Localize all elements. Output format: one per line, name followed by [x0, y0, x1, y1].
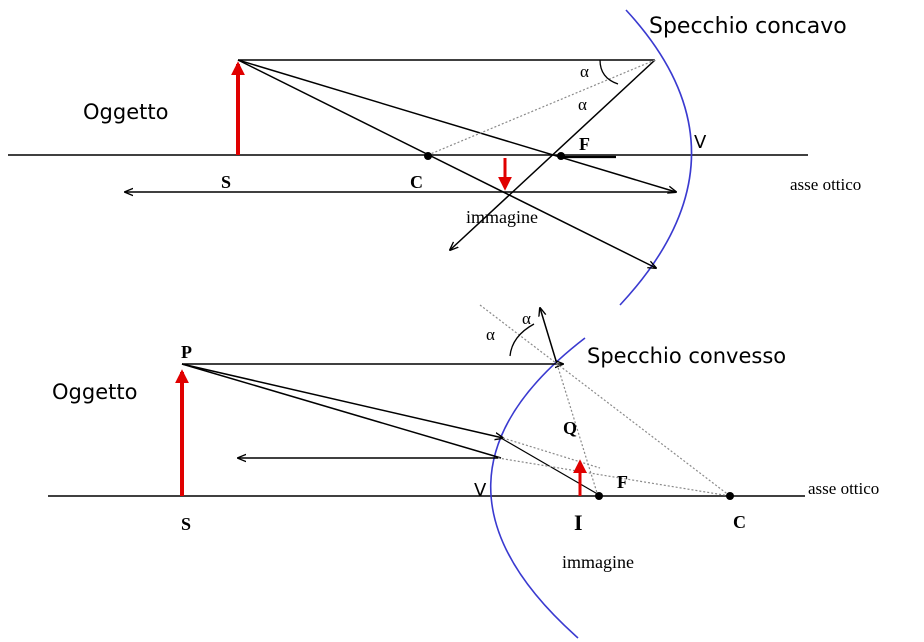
ray-to-mirror-2-bottom — [181, 363, 502, 459]
ray-to-mirror-1-bottom — [181, 363, 503, 438]
angle-arc-bottom — [509, 323, 535, 357]
dotted-line-1-bottom — [479, 304, 731, 497]
center-point-bottom — [726, 492, 734, 500]
angle-alpha-1-bottom: α — [486, 325, 495, 344]
point-i-bottom: I — [574, 510, 583, 535]
point-p-bottom: P — [181, 342, 192, 362]
convex-mirror — [489, 337, 586, 639]
normal-dotted-top — [427, 59, 656, 156]
angle-alpha-2-top: α — [578, 95, 587, 114]
dotted-line-4-bottom — [502, 437, 601, 469]
focus-point-top — [557, 152, 565, 160]
object-label-bottom: Oggetto — [52, 380, 137, 404]
concave-mirror-diagram: Specchio concavo Oggetto asse ottico imm… — [8, 9, 861, 306]
image-label-top: immagine — [466, 207, 538, 227]
mirror-title-bottom: Specchio convesso — [587, 344, 786, 368]
angle-alpha-2-bottom: α — [522, 309, 531, 328]
ray-through-center-top — [237, 59, 656, 268]
focus-point-bottom — [595, 492, 603, 500]
point-f-bottom: F — [617, 472, 628, 492]
ray-to-focus-top — [237, 59, 676, 192]
point-c-top: C — [410, 172, 423, 192]
mirror-title-top: Specchio concavo — [649, 14, 847, 39]
dotted-line-3-bottom — [556, 363, 599, 497]
point-v-top: V — [694, 132, 707, 153]
point-c-bottom: C — [733, 512, 746, 532]
object-label-top: Oggetto — [83, 100, 168, 124]
point-s-bottom: S — [181, 514, 191, 534]
axis-label-top: asse ottico — [790, 175, 861, 194]
angle-alpha-1-top: α — [580, 62, 589, 81]
convex-mirror-diagram: Specchio convesso Oggetto asse ottico im… — [48, 304, 879, 639]
ray-reflected-up-bottom — [540, 308, 558, 365]
angle-arc-top — [599, 59, 619, 85]
point-f-top: F — [579, 134, 590, 154]
dotted-line-2-bottom — [497, 457, 731, 497]
concave-mirror — [619, 9, 693, 306]
axis-label-bottom: asse ottico — [808, 479, 879, 498]
center-point-top — [424, 152, 432, 160]
point-q-bottom: Q — [563, 418, 577, 438]
point-s-top: S — [221, 172, 231, 192]
image-label-bottom: immagine — [562, 552, 634, 572]
point-v-bottom: V — [474, 480, 487, 501]
